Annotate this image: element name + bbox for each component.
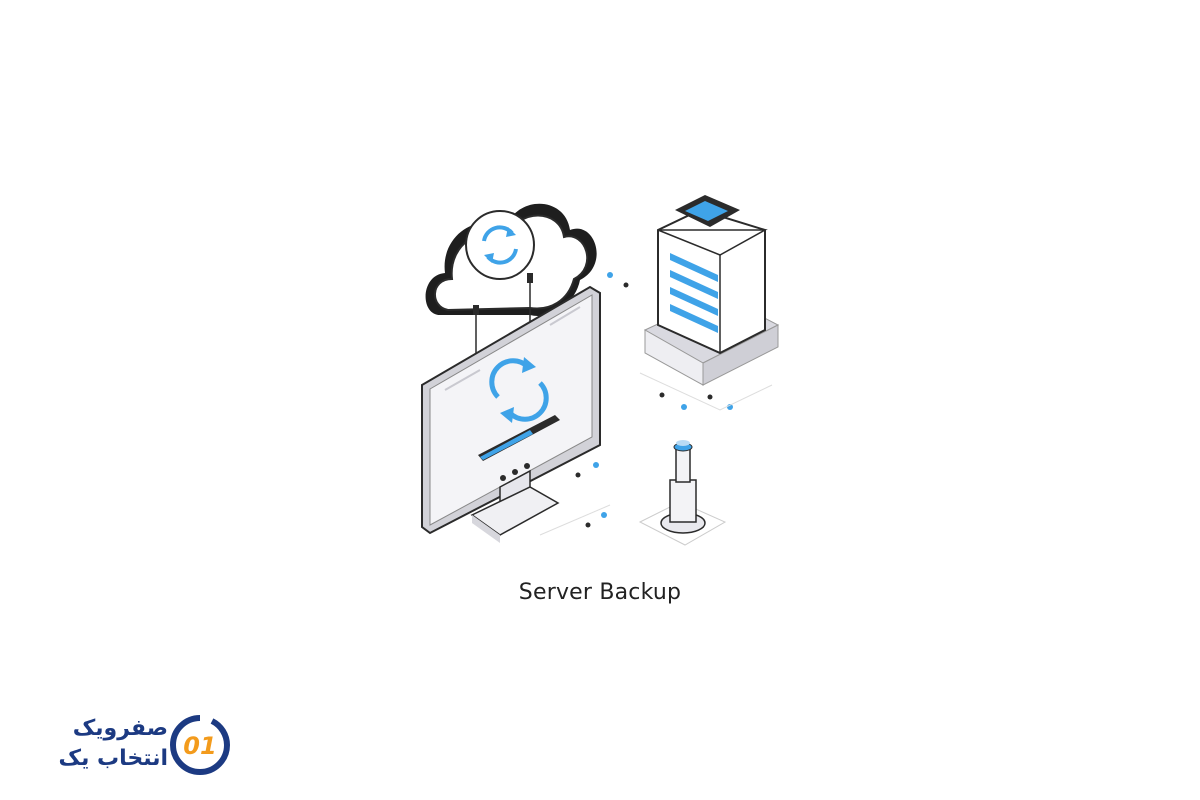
brand-logo-icon: 01	[170, 715, 230, 775]
brand-name: صفرویک انتخاب یک	[59, 714, 168, 774]
brand-name-line1: صفرویک	[72, 716, 168, 741]
server-backup-illustration	[421, 195, 780, 546]
server-tower-icon	[643, 195, 780, 386]
monitor-sync-icon	[421, 285, 601, 543]
cloud-sync-icon	[425, 203, 597, 355]
database-pillar-icon	[638, 440, 727, 546]
connection-dots	[539, 272, 773, 536]
brand-logo-text: 01	[183, 732, 216, 760]
brand-logo-block[interactable]: صفرویک انتخاب یک 01	[30, 712, 230, 782]
illustration-caption: Server Backup	[518, 580, 682, 605]
brand-name-line2: انتخاب یک	[58, 746, 168, 771]
